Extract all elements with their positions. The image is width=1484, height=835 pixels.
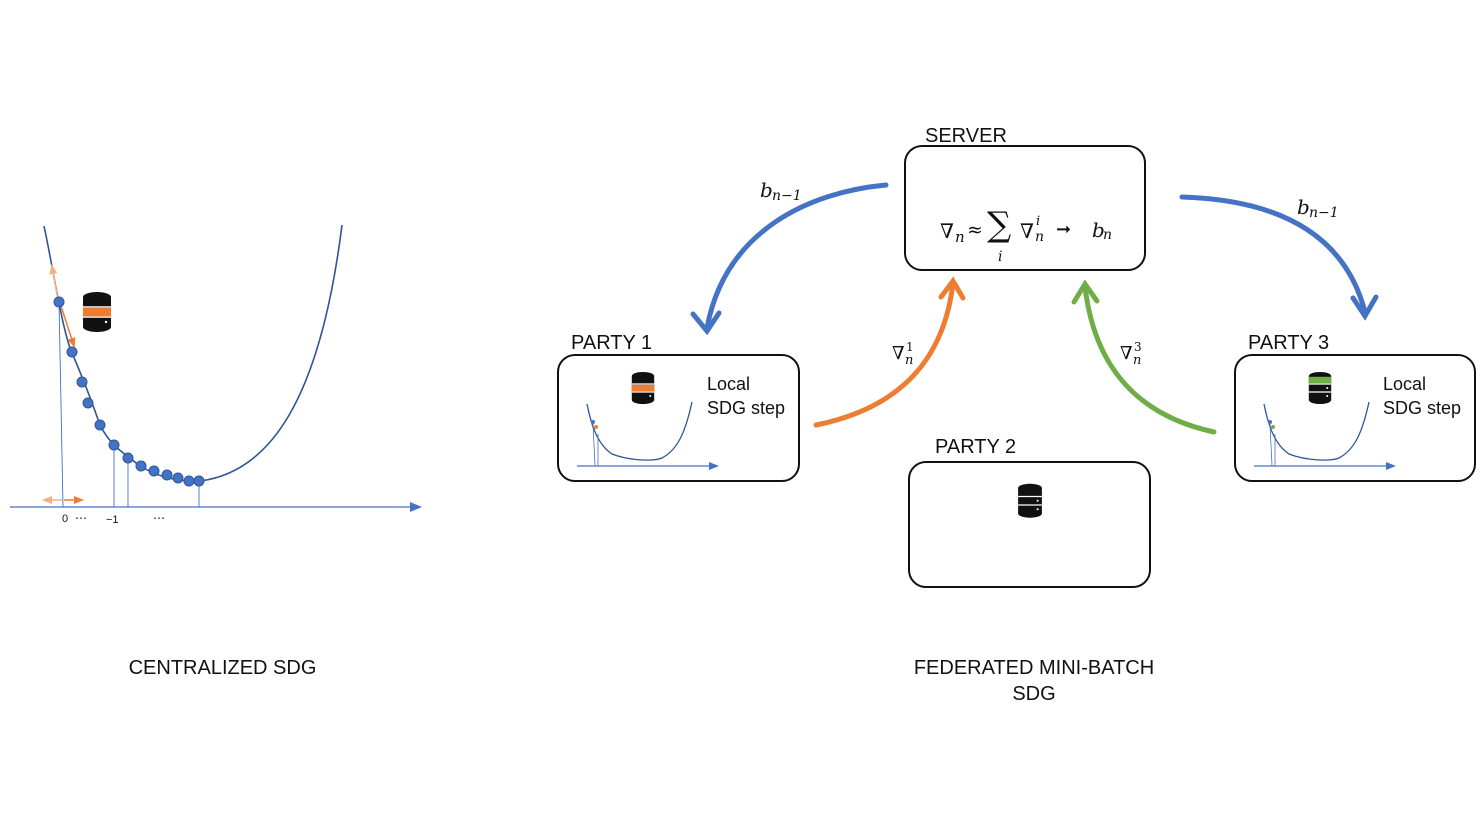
gradient-label-sub: n — [1133, 353, 1142, 368]
iterate-point — [122, 452, 134, 464]
gradient-label-sup: 1 — [906, 340, 914, 354]
formula-grad: ∇ — [1020, 219, 1034, 243]
broadcast-label-left: b n−1 — [760, 178, 820, 208]
iterate-point — [183, 475, 195, 487]
iterate-point — [76, 376, 88, 388]
gradient-arrow — [59, 302, 76, 348]
iterate-point — [82, 397, 94, 409]
broadcast-label-sub: n−1 — [1309, 205, 1339, 221]
broadcast-label-b: b — [1297, 195, 1310, 219]
formula-sub: n — [955, 228, 965, 246]
gradient-arrowhead-party1 — [938, 276, 966, 301]
database-icon — [631, 371, 655, 405]
iterate-point — [66, 346, 78, 358]
federated-caption-line1: FEDERATED MINI-BATCH — [913, 657, 1155, 679]
broadcast-label-right: b n−1 — [1297, 195, 1357, 225]
broadcast-arrow-party3 — [1179, 194, 1368, 315]
gradient-arrow-faded — [49, 264, 59, 301]
gradient-arrowhead-party3 — [1071, 279, 1100, 305]
gradient-label-sub: n — [905, 353, 914, 368]
broadcast-label-sub: n−1 — [772, 188, 802, 204]
drop-line — [58, 301, 64, 508]
tick-label-minus1: −1 — [106, 514, 119, 526]
iterate-point — [108, 439, 120, 451]
iterate-point — [135, 460, 147, 472]
gradient-label-party1: ∇ 1 n — [892, 340, 932, 373]
centralized-plot — [10, 224, 422, 512]
broadcast-label-b: b — [760, 178, 773, 202]
database-icon — [1308, 371, 1332, 405]
centralized-loss-curve — [43, 224, 343, 482]
iterate-point — [161, 469, 173, 481]
party1-mini-plot — [577, 371, 719, 470]
party3-mini-plot — [1254, 371, 1396, 470]
federated-arrows — [690, 182, 1379, 435]
broadcast-arrowhead-party3 — [1350, 294, 1379, 321]
iterate-point — [172, 472, 184, 484]
formula-arrow: ➞ — [1056, 219, 1072, 240]
gradient-label-party3: ∇ 3 n — [1120, 340, 1160, 373]
formula-sum-index: i — [998, 249, 1003, 265]
tick-ellipsis: ⋯ — [75, 511, 87, 525]
formula-result: b — [1092, 218, 1105, 242]
formula-result-sub: n — [1103, 227, 1113, 243]
gradient-arrow-party3 — [1082, 284, 1217, 435]
party3-label: PARTY 3 — [1248, 332, 1330, 354]
formula-approx: ≈ — [967, 219, 983, 241]
formula-grad-sup: i — [1036, 214, 1041, 229]
gradient-label-nabla: ∇ — [1120, 343, 1133, 364]
gradient-label-sup: 3 — [1134, 340, 1142, 354]
database-icon — [82, 291, 112, 333]
party1-label: PARTY 1 — [571, 332, 653, 354]
gradient-label-nabla: ∇ — [892, 343, 905, 364]
formula-grad-sub: n — [1035, 229, 1045, 245]
iterate-point — [94, 419, 106, 431]
federated-caption-line2: SDG — [1012, 683, 1056, 705]
tick-label-0: 0 — [62, 513, 69, 525]
formula-nabla: ∇ — [940, 219, 954, 243]
party1-text-line2: SDG step — [707, 398, 786, 418]
party3-text-line1: Local — [1383, 374, 1427, 394]
broadcast-arrow-party1 — [704, 182, 889, 331]
iterate-point — [193, 475, 205, 487]
server-label: SERVER — [925, 125, 1007, 147]
party1-box — [557, 354, 800, 482]
server-box — [904, 145, 1146, 271]
broadcast-arrowhead-party1 — [690, 310, 722, 336]
database-icon — [1017, 483, 1043, 519]
party3-text-line2: SDG step — [1383, 398, 1462, 418]
gradient-arrow-party1 — [813, 280, 956, 428]
party3-box — [1234, 354, 1476, 482]
iterate-points — [53, 296, 205, 487]
server-formula: ∇ n ≈ ∑ i ∇ i n ➞ b n — [940, 205, 1140, 265]
party2-label: PARTY 2 — [935, 436, 1017, 458]
party2-box — [908, 461, 1151, 588]
formula-sum: ∑ — [987, 205, 1012, 245]
party1-text-line1: Local — [707, 374, 751, 394]
tick-ellipsis: ⋯ — [153, 511, 165, 525]
iterate-point — [53, 296, 65, 308]
iterate-point — [148, 465, 160, 477]
centralized-caption: CENTRALIZED SDG — [128, 657, 317, 679]
